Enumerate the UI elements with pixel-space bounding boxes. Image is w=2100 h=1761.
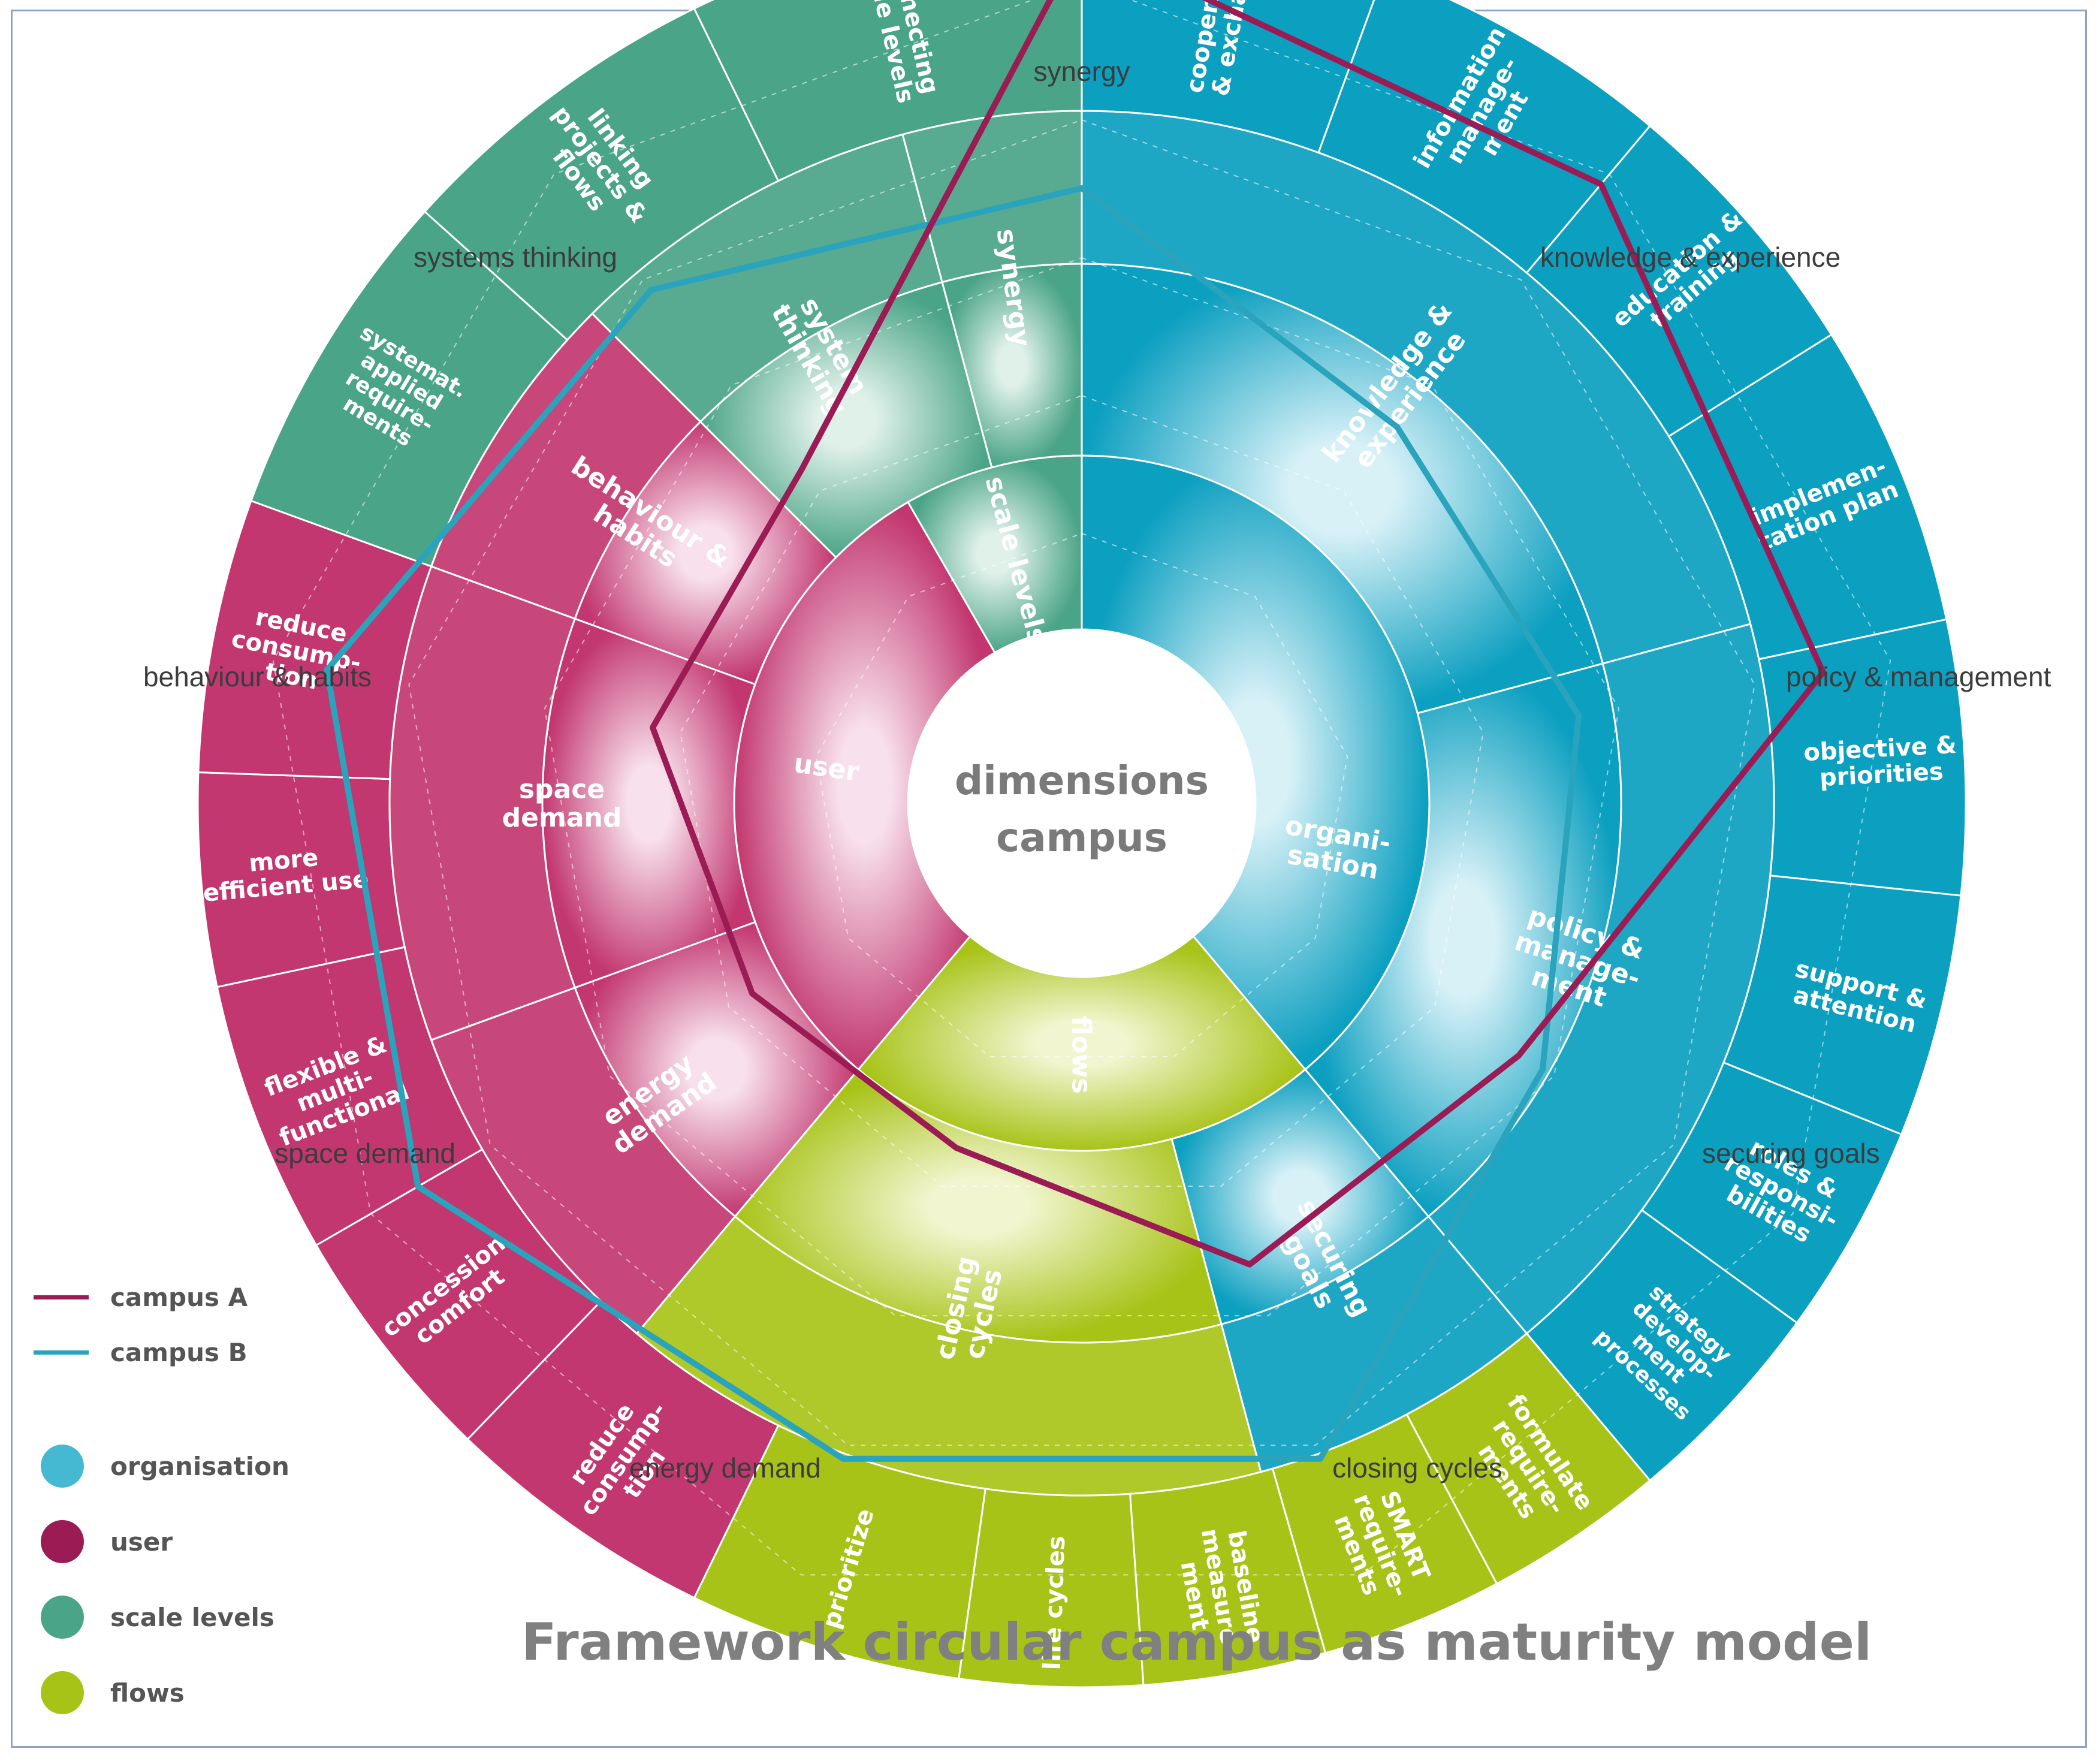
legend-label: campus B xyxy=(110,1338,248,1367)
axis-label-8: systems thinking xyxy=(414,242,617,273)
legend-line-campus-b xyxy=(34,1350,89,1355)
legend-item-scale-levels: scale levels xyxy=(34,1596,274,1639)
legend-line-campus-a xyxy=(34,1295,89,1299)
label-line: space xyxy=(519,774,605,805)
criterion-label-11: life cycles xyxy=(1038,1535,1070,1670)
axis-label-7: behaviour & habits xyxy=(143,661,372,692)
legend-item-campus-a: campus A xyxy=(34,1283,248,1312)
axis-label-3: securing goals xyxy=(1702,1138,1880,1169)
criterion-label-10: baselinemeasure-ment xyxy=(1170,1522,1270,1660)
center-title-line1: dimensions xyxy=(955,758,1209,804)
axis-label-5: energy demand xyxy=(629,1452,821,1483)
legend-item-user: user xyxy=(34,1520,173,1563)
axis-label-4: closing cycles xyxy=(1332,1452,1502,1483)
theme-band-0 xyxy=(1081,110,1752,665)
legend-label: organisation xyxy=(110,1451,289,1481)
legend-label: campus A xyxy=(110,1283,248,1312)
legend-item-flows: flows xyxy=(34,1671,185,1714)
legend-label: flows xyxy=(110,1678,185,1708)
label-line: more xyxy=(248,844,319,878)
criterion-label-9: SMARTrequire-ments xyxy=(1324,1480,1438,1611)
label-line: flows xyxy=(1066,1016,1097,1094)
maturity-grid-level-3 xyxy=(544,257,1620,1317)
theme-band-1 xyxy=(1427,623,1775,1335)
legend-label: scale levels xyxy=(110,1602,274,1632)
center-title-line2: campus xyxy=(996,815,1167,861)
legend-dot-user xyxy=(41,1520,84,1563)
axis-label-6: space demand xyxy=(274,1138,455,1169)
center-disc xyxy=(908,629,1256,977)
legend-dot-flows xyxy=(41,1671,84,1714)
criterion-label-4: objective &priorities xyxy=(1803,731,1959,792)
figure-title: Framework circular campus as maturity mo… xyxy=(521,1612,1872,1672)
legend-dot-scale-levels xyxy=(41,1596,84,1639)
legend-dot-organisation xyxy=(41,1445,84,1488)
axis-label-0: synergy xyxy=(1033,56,1130,87)
label-line: life cycles xyxy=(1038,1535,1070,1670)
axis-label-1: knowledge & experience xyxy=(1540,242,1840,273)
label-line: priorities xyxy=(1819,758,1944,792)
legend-label: user xyxy=(110,1527,173,1557)
axis-label-2: policy & management xyxy=(1786,661,2051,692)
campus-a-polygon xyxy=(650,0,1826,1268)
campus-b-polygon xyxy=(324,185,1582,1462)
legend-item-campus-b: campus B xyxy=(34,1338,248,1367)
dimension-label-flows: flows xyxy=(1066,1016,1097,1094)
maturity-grid-level-1 xyxy=(815,532,1348,1057)
maturity-grid-level-2 xyxy=(680,394,1484,1187)
legend-item-organisation: organisation xyxy=(34,1445,289,1488)
maturity-grid-level-5 xyxy=(272,0,1891,1576)
criterion-label-18: systemat.appliedrequire-ments xyxy=(320,320,472,463)
label-line: demand xyxy=(502,803,622,833)
